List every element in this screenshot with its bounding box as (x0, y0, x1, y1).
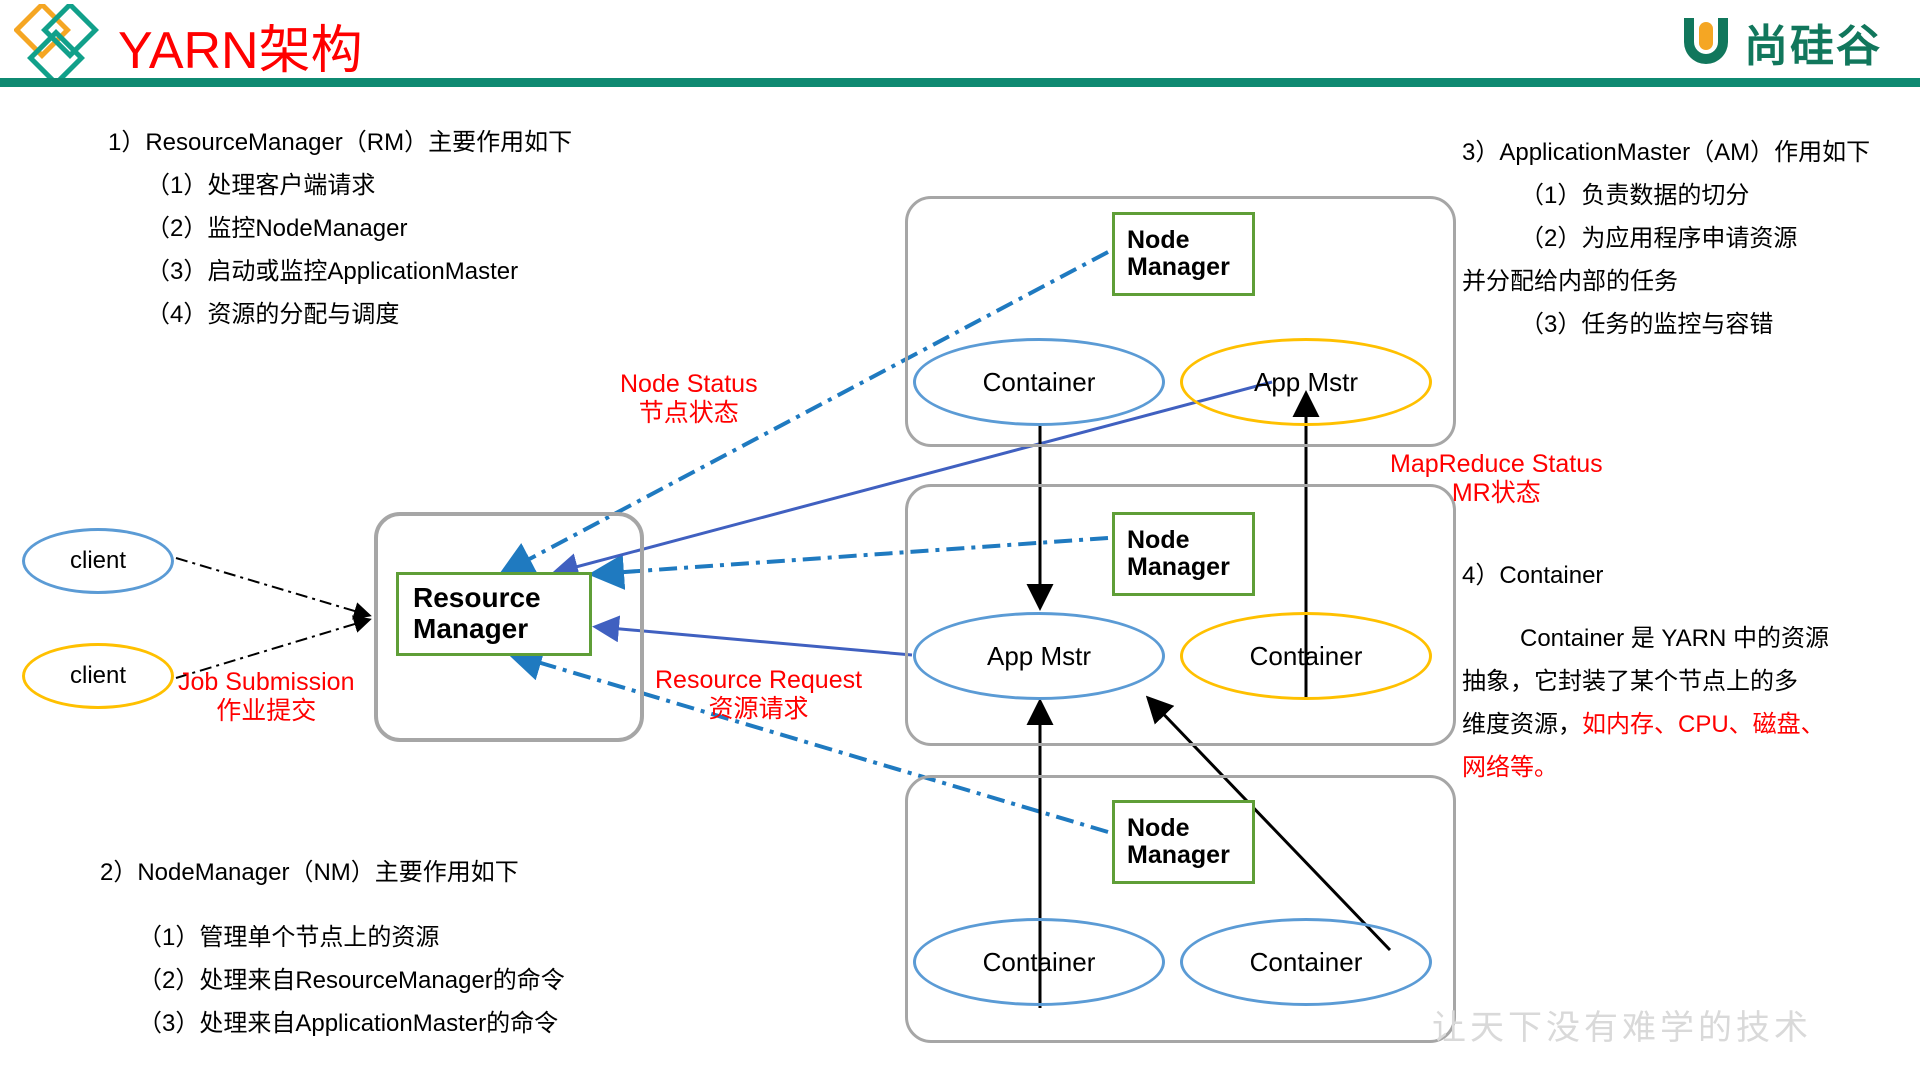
note-am-item-1: （1）负责数据的切分 (1520, 182, 1750, 209)
note-container-line-2: 抽象，它封装了某个节点上的多 (1462, 668, 1798, 695)
label-resource-request-en: Resource Request (655, 666, 863, 694)
note-node-manager: 2）NodeManager（NM）主要作用如下 （1）管理单个节点上的资源 （2… (100, 852, 565, 1046)
client-ellipse-1[interactable]: client (22, 528, 174, 594)
note-nm-item-2: （2）处理来自ResourceManager的命令 (138, 967, 565, 994)
label-resource-request: Resource Request 资源请求 (655, 666, 862, 724)
container-ellipse-4-label: Container (1249, 946, 1363, 977)
nm2-label-line-2: Manager (1127, 553, 1230, 581)
label-job-submission-en: Job Submission (178, 668, 355, 696)
nm2-label-line-1: Node (1127, 526, 1190, 554)
nm3-label-line-1: Node (1127, 814, 1190, 842)
note-container-line-4: 网络等。 (1462, 754, 1558, 781)
label-node-status-cn: 节点状态 (638, 398, 739, 427)
label-node-status-en: Node Status (620, 370, 758, 398)
node-manager-node-1[interactable]: Node Manager (1112, 212, 1255, 296)
note-container: 4）Container Container 是 YARN 中的资源 抽象，它封装… (1462, 555, 1829, 790)
note-nm-item-3: （3）处理来自ApplicationMaster的命令 (138, 1010, 559, 1037)
container-ellipse-3[interactable]: Container (913, 918, 1165, 1006)
label-mapreduce-status-en: MapReduce Status (1390, 450, 1603, 478)
label-node-status: Node Status 节点状态 (620, 370, 758, 428)
node-group-box-2 (905, 484, 1456, 746)
container-ellipse-3-label: Container (982, 946, 1096, 977)
note-application-master: 3）ApplicationMaster（AM）作用如下 （1）负责数据的切分 （… (1462, 132, 1870, 347)
note-container-line-1: Container 是 YARN 中的资源 (1520, 625, 1829, 652)
app-master-ellipse-2[interactable]: App Mstr (913, 612, 1165, 700)
nm1-label-line-2: Manager (1127, 253, 1230, 281)
note-container-heading: 4）Container (1462, 562, 1604, 589)
resource-manager-group-box (374, 512, 644, 742)
label-resource-request-cn: 资源请求 (708, 694, 809, 723)
container-ellipse-2-label: Container (1249, 640, 1363, 671)
note-am-item-2: （2）为应用程序申请资源 (1520, 225, 1798, 252)
node-manager-node-3[interactable]: Node Manager (1112, 800, 1255, 884)
nm1-label-line-1: Node (1127, 226, 1190, 254)
note-rm-heading: 1）ResourceManager（RM）主要作用如下 (108, 129, 573, 156)
note-nm-item-1: （1）管理单个节点上的资源 (138, 924, 440, 951)
note-rm-item-4: （4）资源的分配与调度 (146, 301, 400, 328)
note-nm-heading: 2）NodeManager（NM）主要作用如下 (100, 859, 519, 886)
note-am-continuation: 并分配给内部的任务 (1462, 268, 1678, 295)
diamonds-logo-icon (13, 1, 104, 87)
node-manager-node-2[interactable]: Node Manager (1112, 512, 1255, 596)
watermark: 让天下没有难学的技术 (1432, 1008, 1812, 1048)
container-ellipse-4[interactable]: Container (1180, 918, 1432, 1006)
nm3-label-line-2: Manager (1127, 841, 1230, 869)
container-ellipse-2[interactable]: Container (1180, 612, 1432, 700)
note-resource-manager: 1）ResourceManager（RM）主要作用如下 （1）处理客户端请求 （… (108, 122, 572, 337)
rm-label-line-2: Manager (413, 613, 529, 644)
note-rm-item-2: （2）监控NodeManager (146, 215, 408, 242)
brand-logo: 尚硅谷 (1678, 10, 1882, 74)
u-shape-brand-icon (1678, 12, 1734, 73)
note-am-item-3: （3）任务的监控与容错 (1520, 311, 1774, 338)
note-am-heading: 3）ApplicationMaster（AM）作用如下 (1462, 139, 1871, 166)
note-container-line-3-black: 维度资源， (1462, 711, 1582, 738)
page-title: YARN架构 (118, 22, 363, 80)
container-ellipse-1[interactable]: Container (913, 338, 1165, 426)
client-ellipse-2-label: client (69, 662, 127, 689)
client-ellipse-1-label: client (69, 547, 127, 574)
note-container-line-3: 维度资源，如内存、CPU、磁盘、 (1462, 704, 1829, 739)
header-divider (0, 78, 1920, 87)
app-master-ellipse-1-label: App Mstr (1253, 366, 1359, 397)
label-job-submission: Job Submission 作业提交 (178, 668, 354, 726)
label-mapreduce-status: MapReduce Status MR状态 (1390, 450, 1603, 508)
client-ellipse-2[interactable]: client (22, 643, 174, 709)
note-container-line-3-red: 如内存、CPU、磁盘、 (1582, 711, 1825, 738)
node-group-box-1 (905, 196, 1456, 447)
brand-name: 尚硅谷 (1744, 22, 1882, 71)
rm-label-line-1: Resource (413, 582, 541, 614)
resource-manager-node[interactable]: Resource Manager (396, 572, 592, 656)
app-master-ellipse-2-label: App Mstr (986, 640, 1092, 671)
node-group-box-3 (905, 775, 1456, 1043)
label-mapreduce-status-cn: MR状态 (1451, 478, 1541, 507)
app-master-ellipse-1[interactable]: App Mstr (1180, 338, 1432, 426)
note-rm-item-1: （1）处理客户端请求 (146, 172, 376, 199)
label-job-submission-cn: 作业提交 (216, 696, 317, 725)
container-ellipse-1-label: Container (982, 366, 1096, 397)
note-rm-item-3: （3）启动或监控ApplicationMaster (146, 258, 519, 285)
